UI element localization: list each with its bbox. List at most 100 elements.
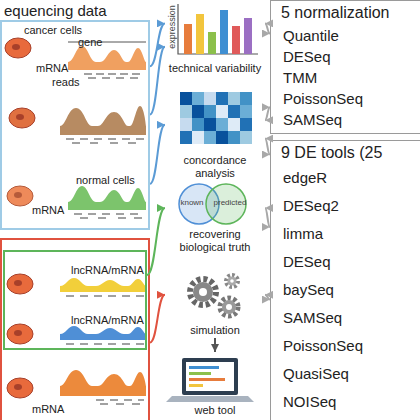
heatmap-icon [180,92,252,144]
bar-chart-icon [196,14,204,54]
sample-group-box: equencing datacancer cellsgenemRNAreadsn… [0,20,150,230]
heatmap-icon [180,131,192,144]
cell-icon [7,186,33,206]
analysis-step: recovering biological truth [165,180,265,260]
cell-icon [16,114,24,120]
mrna-coverage [60,370,146,396]
heatmap-icon [192,131,204,144]
list-heading: 5 normalization [281,4,417,22]
heatmap-icon [204,92,216,105]
laptop-icon [186,362,234,391]
cell-icon [7,324,33,344]
cell-icon [5,38,35,398]
bar-chart-icon [244,18,252,54]
node-text: concordance analysis [165,154,265,179]
cell-icon [7,378,33,398]
cell-icon [7,274,33,294]
method-list-box: 5 normalizationQuantileDESeqTMMPoissonSe… [270,0,420,134]
heatmap-icon [216,105,228,118]
flow-arrow [265,139,270,155]
heatmap-icon [228,92,240,105]
bar-chart-icon [178,4,258,54]
axis-label: expression [168,4,178,50]
heatmap-icon [216,118,228,131]
mrna-coverage [68,186,146,210]
sample-group-box: lncRNA/mRNAlncRNA/mRNA [3,250,147,350]
cell-icon [14,280,22,286]
node-text: DESeq [283,253,417,270]
venn-label: predicted [212,199,248,208]
heatmap-icon [180,105,192,118]
node-text: TMM [283,69,417,86]
heatmap-icon [216,131,228,144]
node-text: NOISeq [283,393,417,410]
cell-icon [5,38,31,58]
cell-icon [14,330,22,336]
mrna-coverage [60,106,146,135]
node-text: DESeq [283,48,417,65]
node-text: cancer cells [24,24,124,37]
heatmap-icon [204,105,216,118]
mrna-coverage [60,278,146,292]
read-marks [74,214,142,218]
heatmap-icon [228,131,240,144]
analysis-step: technical variability [165,0,265,78]
mrna-coverage [68,46,146,70]
cell-icon [9,108,35,128]
flow-arrow [265,107,270,120]
sample-group-box: mRNAlncRNA/mRNAlncRNA/mRNA [0,238,150,420]
heatmap-icon [204,118,216,131]
bar-chart-icon [184,24,192,54]
node-text: web tool [165,404,265,417]
read-marks [66,295,144,296]
bar-chart-icon [208,32,216,54]
laptop-icon [182,358,238,395]
node-text: QuasiSeq [283,365,417,382]
node-text: mRNA [36,62,76,75]
gear-icon [193,282,213,302]
node-text: baySeq [283,281,417,298]
flow-arrow [147,208,165,275]
gear-icon [220,298,238,316]
bar-chart-icon [220,10,228,54]
heatmap-icon [216,92,228,105]
node-text: PoissonSeq [283,337,417,354]
heatmap-icon [228,118,240,131]
mrna-coverage [60,326,146,340]
node-text: SAMSeq [283,309,417,326]
flow-arrow [265,23,270,33]
method-list-box: 9 DE tools (25 edgeR DESeq2 limmaDESeq baySe… [270,140,420,420]
flow-arrow [265,295,270,300]
cell-icon [14,192,22,198]
laptop-icon [189,384,203,387]
node-text: edgeR [283,169,417,186]
node-text: mRNA [32,204,72,217]
heatmap-icon [180,92,192,105]
node-text: DESeq2 [283,197,417,214]
gear-icon [222,300,236,314]
group-heading: equencing data [4,2,152,19]
flow-arrow [214,338,216,352]
node-text: normal cells [76,174,150,187]
node-text: SAMSeq [283,111,417,128]
gear-icon [199,288,207,296]
heatmap-icon [228,105,240,118]
read-marks [66,343,144,344]
heatmap-icon [240,131,252,144]
heatmap-icon [240,105,252,118]
node-text: gene [78,36,138,49]
gear-icon [226,275,238,287]
bar-chart-icon [232,26,240,54]
heatmap-icon [180,118,192,131]
node-text: simulation [165,324,265,337]
node-text: lncRNA/mRNA [71,314,145,327]
heatmap-icon [204,131,216,144]
heatmap-icon [240,92,252,105]
gear-icon [228,277,237,286]
node-text: limma [283,225,417,242]
read-marks [84,74,140,78]
venn-label: known [179,199,205,208]
list-heading: 9 DE tools (25 [281,144,417,162]
cell-icon [14,384,22,390]
read-marks [66,139,144,143]
